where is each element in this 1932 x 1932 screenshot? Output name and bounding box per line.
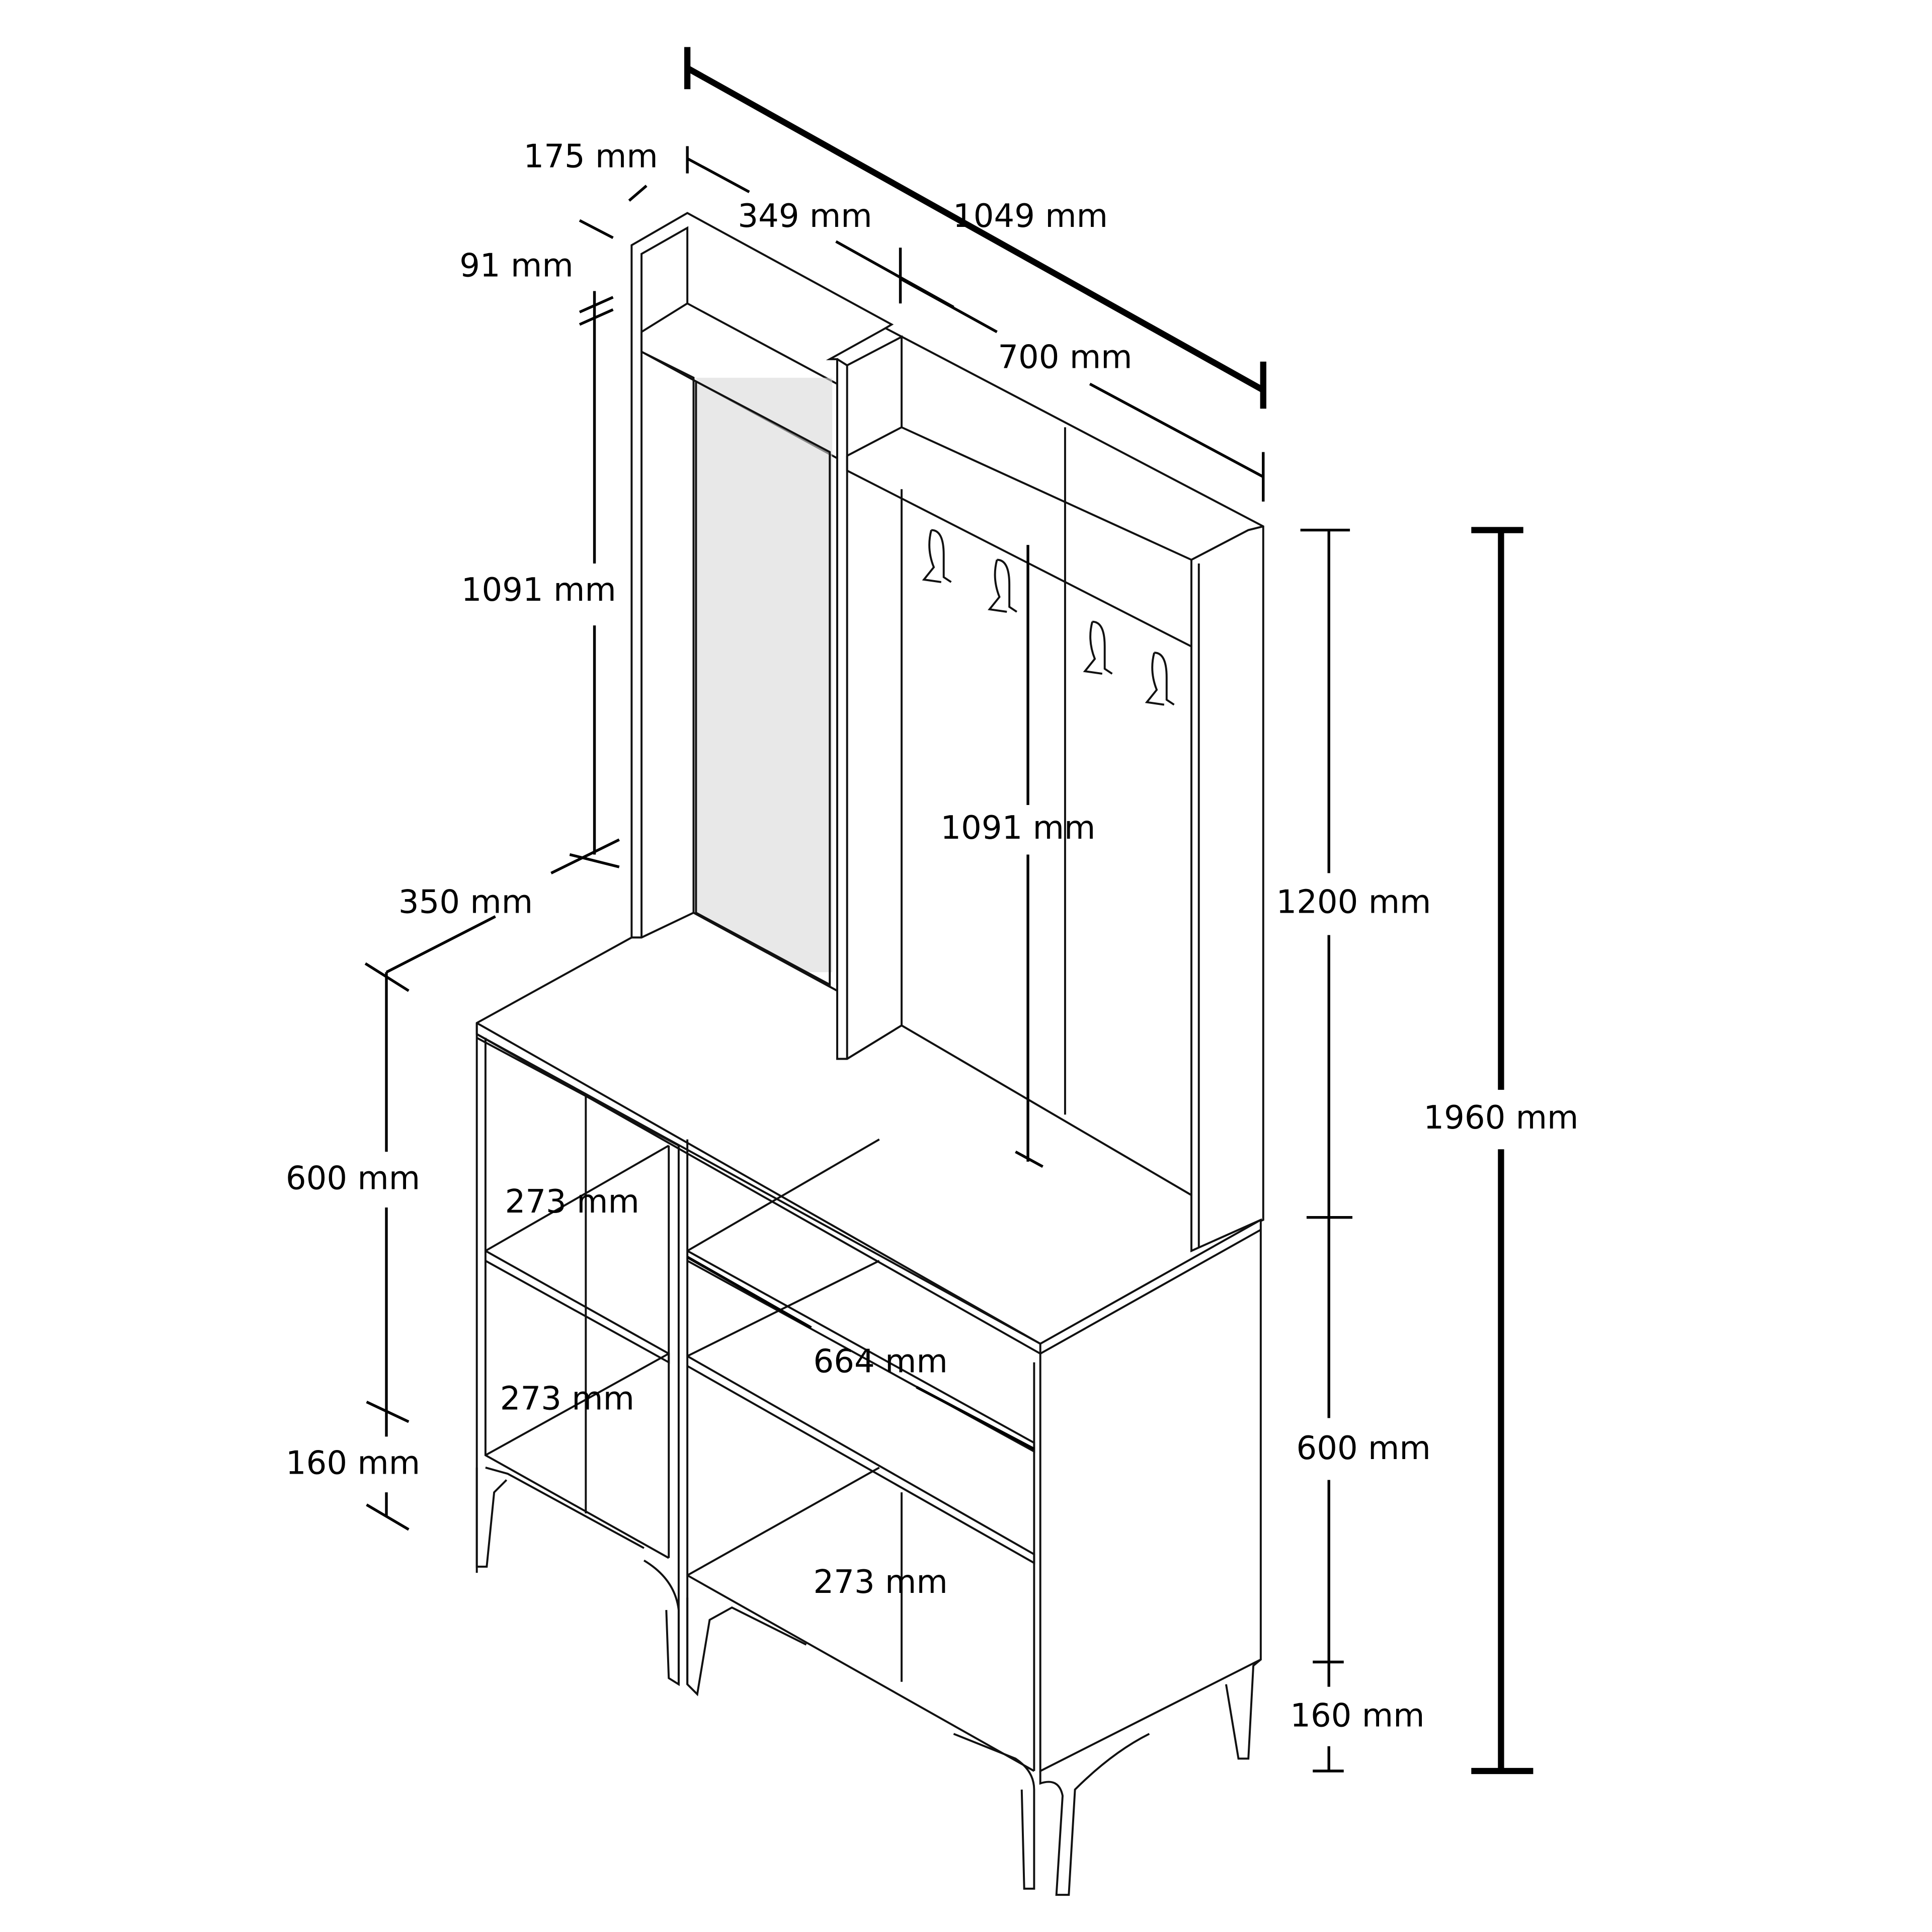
left-hutch <box>630 212 894 993</box>
lower-cabinet <box>475 911 1262 1773</box>
label-hutch-right-width: 700 mm <box>998 339 1132 376</box>
label-cabinet-depth: 350 mm <box>398 884 533 921</box>
label-right-panel-height: 1091 mm <box>940 810 1095 847</box>
label-right-leg-height: 160 mm <box>1290 1698 1424 1735</box>
label-center-width: 664 mm <box>814 1343 948 1381</box>
right-hutch <box>826 327 1264 1253</box>
hook-icon <box>988 558 1018 613</box>
label-left-cabinet-height: 600 mm <box>286 1160 420 1197</box>
label-hutch-height: 1200 mm <box>1276 884 1431 921</box>
label-total-height: 1960 mm <box>1423 1099 1578 1137</box>
label-left-panel-height: 1091 mm <box>461 572 616 609</box>
label-right-lower-compartment: 273 mm <box>814 1564 948 1601</box>
coat-hooks <box>922 529 1175 706</box>
label-hutch-left-width: 349 mm <box>738 198 872 235</box>
legs <box>475 1467 1262 1896</box>
label-depth-top: 175 mm <box>524 138 658 176</box>
label-total-width: 1049 mm <box>953 198 1108 235</box>
label-left-lower-compartment: 273 mm <box>500 1381 634 1418</box>
mirror-panel <box>696 377 833 973</box>
label-right-cabinet-height: 600 mm <box>1297 1430 1431 1467</box>
label-left-leg-height: 160 mm <box>286 1445 420 1482</box>
label-left-upper-compartment: 273 mm <box>505 1183 639 1221</box>
hook-icon <box>1145 652 1175 706</box>
label-shelf-height: 91 mm <box>459 247 573 284</box>
dimension-labels: 175 mm 349 mm 1049 mm 91 mm 700 mm 1091 … <box>286 138 1578 1735</box>
dimension-lines <box>364 47 1534 1775</box>
hook-icon <box>922 529 952 583</box>
hook-icon <box>1083 620 1113 675</box>
